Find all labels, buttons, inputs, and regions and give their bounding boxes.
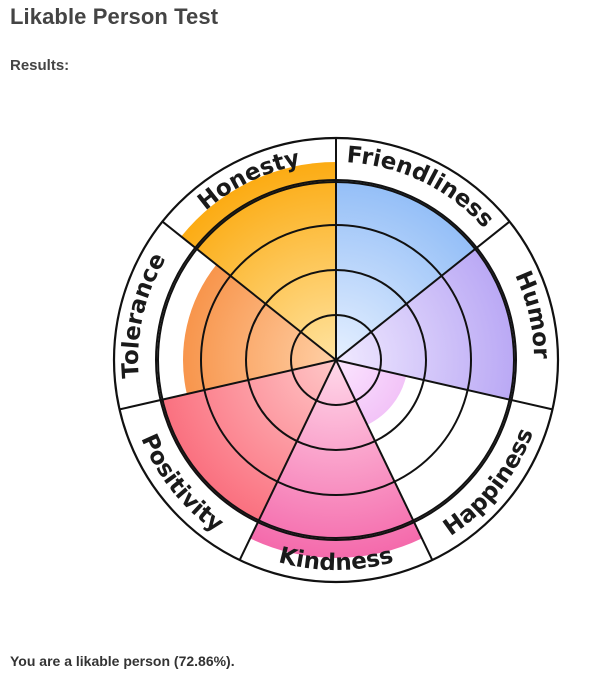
category-label-happiness: Happiness bbox=[439, 425, 539, 541]
chart-spokes bbox=[119, 138, 553, 561]
page-title: Likable Person Test bbox=[10, 4, 219, 29]
spoke bbox=[335, 220, 511, 361]
spoke bbox=[238, 359, 337, 561]
chart-wedges bbox=[160, 162, 517, 558]
spoke bbox=[119, 359, 337, 411]
spoke bbox=[335, 359, 553, 411]
wedge-honesty bbox=[181, 162, 336, 360]
results-label: Results: bbox=[10, 57, 70, 74]
result-summary: You are a likable person (72.86%). bbox=[10, 653, 235, 669]
spoke bbox=[161, 220, 337, 361]
wedge-friendliness bbox=[336, 180, 477, 360]
wedge-kindness bbox=[250, 360, 422, 558]
spoke bbox=[335, 359, 434, 561]
wedge-happiness bbox=[336, 360, 407, 425]
wedge-tolerance bbox=[183, 264, 336, 395]
